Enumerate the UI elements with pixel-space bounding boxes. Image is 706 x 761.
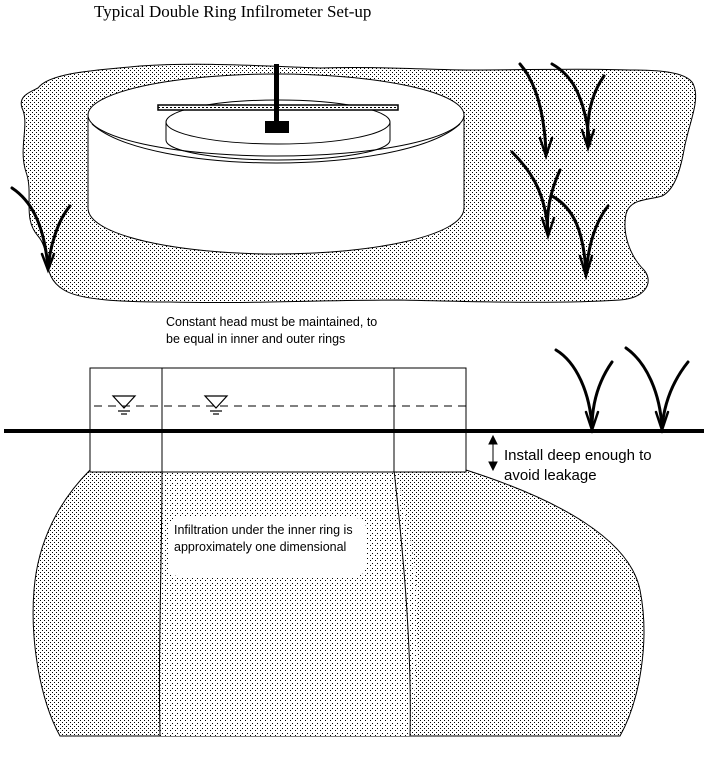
grass-blade-icon: [510, 150, 610, 281]
float-weight: [265, 121, 289, 133]
wetting-front-inner: [160, 470, 418, 736]
outer-ring-inner-edge: [91, 123, 461, 164]
infiltration-note: Infiltration under the inner ring is app…: [174, 523, 353, 554]
constant-head-note: Constant head must be maintained, to be …: [166, 315, 378, 346]
water-level-symbol-icon: [203, 395, 229, 415]
diagram-title: Typical Double Ring Infilrometer Set-up: [94, 2, 372, 21]
install-depth-note: Install deep enough to avoid leakage: [504, 447, 652, 484]
float-rod: [274, 64, 279, 126]
infiltration-note-box: [168, 518, 366, 576]
inner-ring-wall: [165, 122, 391, 161]
grass-blade-icon: [554, 346, 690, 434]
double-arrow-icon: [488, 434, 498, 472]
water-level-symbol-icon: [111, 395, 137, 415]
grass-blade-icon: [518, 62, 606, 160]
outer-ring-section: [89, 367, 467, 473]
inner-flow-boundary-right: [393, 469, 411, 737]
grass-blade-icon: [10, 186, 72, 274]
inner-flow-boundary-left: [158, 469, 163, 737]
